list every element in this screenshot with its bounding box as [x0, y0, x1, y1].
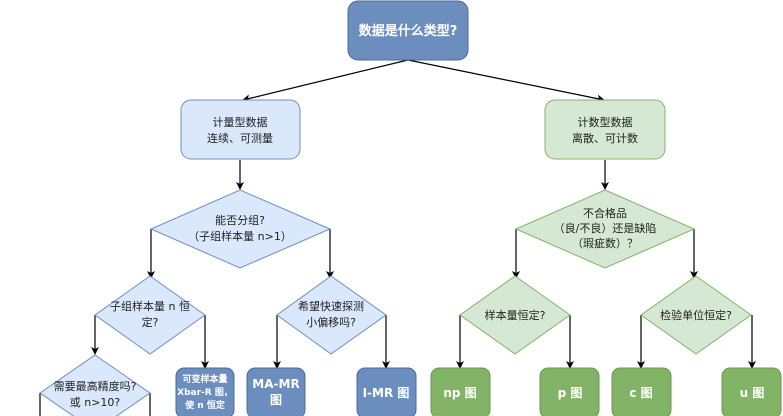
node-continuous-line2: 连续、可测量 — [207, 131, 273, 145]
node-detect-shift-line2: 小偏移吗? — [306, 315, 356, 329]
node-can-group-line2: （子组样本量 n>1） — [188, 229, 292, 243]
node-ma-mr-line1: MA-MR — [252, 377, 299, 391]
node-unit-constant[interactable]: 检验单位恒定? — [640, 275, 752, 355]
node-u-label: u 图 — [740, 386, 765, 400]
node-precision-line1: 需要最高精度吗? — [54, 379, 137, 393]
node-continuous-line1: 计量型数据 — [213, 115, 268, 129]
node-sample-constant-label: 样本量恒定? — [485, 308, 546, 322]
node-discrete-line1: 计数型数据 — [578, 115, 633, 129]
node-defect-type[interactable]: 不合格品 （良/不良）还是缺陷 （瑕疵数）？ — [514, 189, 696, 269]
node-n-constant-line2: 定? — [142, 315, 159, 329]
node-np-chart[interactable]: np 图 — [430, 367, 491, 416]
node-sample-constant[interactable]: 样本量恒定? — [459, 275, 571, 355]
node-c-chart[interactable]: c 图 — [611, 367, 672, 416]
node-defect-type-line3: （瑕疵数）？ — [572, 236, 638, 250]
node-p-label: p 图 — [558, 386, 583, 400]
node-i-mr-chart[interactable]: I-MR 图 — [356, 367, 417, 416]
node-variable-n-xbar-r[interactable]: 可变样本量 Xbar-R 图， 使 n 恒定 — [175, 367, 235, 416]
node-u-chart[interactable]: u 图 — [721, 367, 782, 416]
node-ma-mr-chart[interactable]: MA-MR 图 — [246, 367, 306, 416]
node-detect-shift-line1: 希望快速探测 — [298, 299, 364, 313]
node-variable-n-line1: 可变样本量 — [182, 373, 227, 385]
node-n-constant[interactable]: 子组样本量 n 恒 定? — [94, 275, 206, 355]
node-detect-shift[interactable]: 希望快速探测 小偏移吗? — [276, 275, 387, 355]
node-continuous-data[interactable]: 计量型数据 连续、可测量 — [180, 99, 301, 160]
node-np-label: np 图 — [443, 386, 476, 400]
node-ma-mr-line2: 图 — [270, 393, 282, 407]
node-discrete-line2: 离散、可计数 — [572, 131, 638, 145]
node-defect-type-line2: （良/不良）还是缺陷 — [554, 221, 657, 235]
node-can-group-line1: 能否分组? — [215, 213, 265, 227]
node-variable-n-line3: 使 n 恒定 — [184, 399, 226, 411]
node-p-chart[interactable]: p 图 — [539, 367, 600, 416]
edge-root-to-continuous — [242, 59, 409, 103]
node-discrete-data[interactable]: 计数型数据 离散、可计数 — [544, 99, 666, 160]
edges — [39, 59, 756, 416]
node-precision[interactable]: 需要最高精度吗? 或 n>10? — [39, 354, 151, 416]
node-root-label: 数据是什么类型? — [359, 23, 458, 39]
node-i-mr-label: I-MR 图 — [363, 386, 410, 400]
node-precision-line2: 或 n>10? — [70, 396, 121, 409]
node-c-label: c 图 — [629, 386, 652, 400]
node-root[interactable]: 数据是什么类型? — [347, 0, 469, 61]
node-unit-constant-label: 检验单位恒定? — [660, 308, 732, 322]
node-variable-n-line2: Xbar-R 图， — [177, 387, 233, 398]
node-can-group[interactable]: 能否分组? （子组样本量 n>1） — [149, 189, 332, 269]
node-n-constant-line1: 子组样本量 n 恒 — [110, 299, 190, 313]
node-defect-type-line1: 不合格品 — [583, 206, 627, 220]
edge-root-to-discrete — [407, 59, 605, 103]
